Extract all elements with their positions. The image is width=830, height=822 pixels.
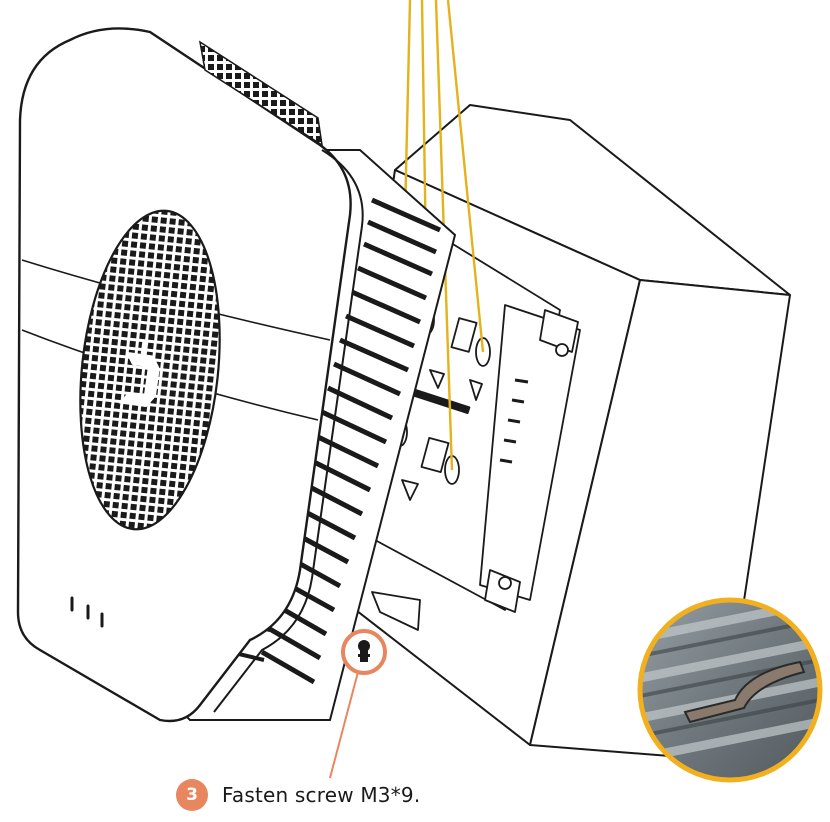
router-top-vent xyxy=(198,40,323,147)
led-indicators-icon xyxy=(70,596,104,628)
step-number: 3 xyxy=(186,785,198,805)
screw-callout xyxy=(329,629,387,779)
bracket-slots xyxy=(401,317,569,590)
step-number-badge: 3 xyxy=(176,779,208,811)
step-instruction: Fasten screw M3*9. xyxy=(222,783,421,807)
bracket-tab-top xyxy=(539,309,579,353)
router-shell-rim xyxy=(213,149,364,713)
step-caption: 3 Fasten screw M3*9. xyxy=(176,778,420,812)
router-shell xyxy=(16,27,364,723)
router-logo-icon xyxy=(118,339,160,408)
callout-leader-line xyxy=(329,671,359,779)
screw-icon xyxy=(358,640,370,662)
bracket-hook-detail xyxy=(683,660,806,724)
bracket-hook-bottom xyxy=(371,591,421,631)
inset-ring xyxy=(637,597,823,783)
mounting-bracket xyxy=(371,229,581,631)
